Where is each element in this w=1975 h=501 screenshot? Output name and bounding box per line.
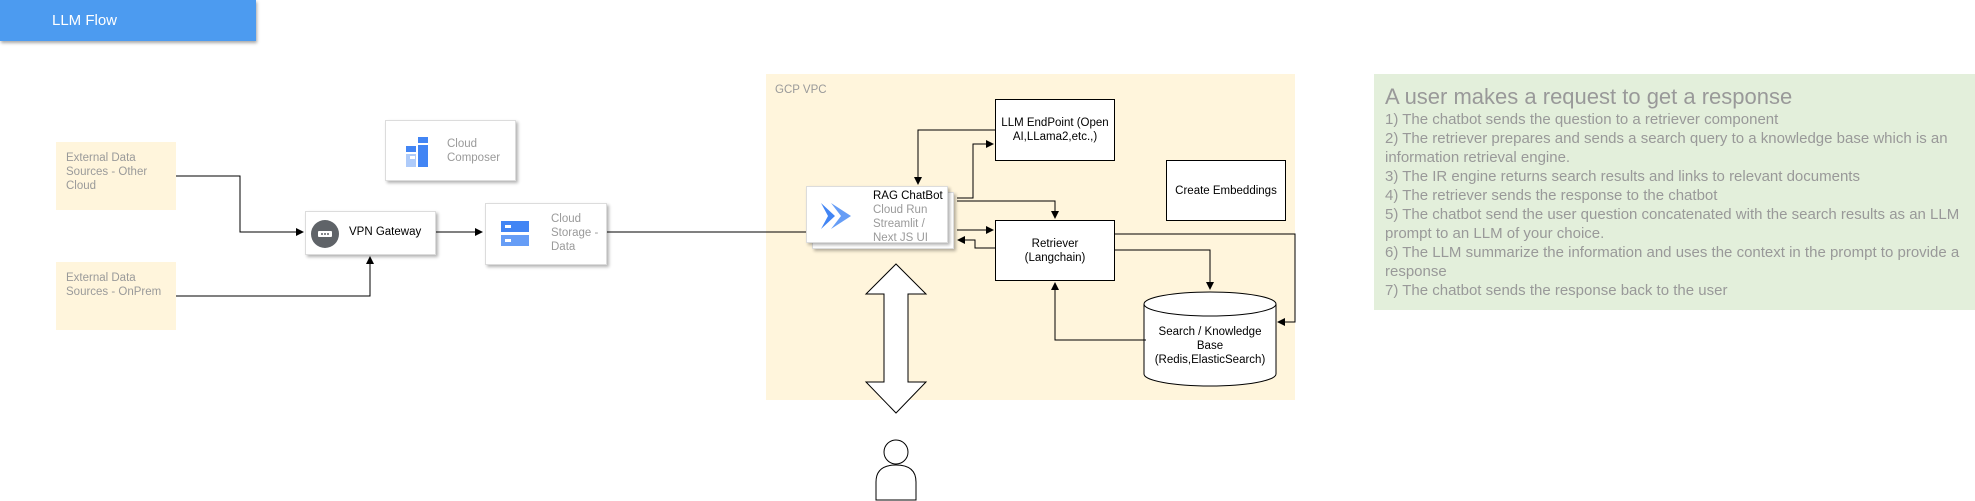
create-embeddings-label: Create Embeddings bbox=[1175, 184, 1277, 197]
knowledge-base-label: Search / Knowledge Base (Redis,ElasticSe… bbox=[1154, 326, 1266, 366]
llm-endpoint-label: LLM EndPoint (Open AI,LLama2,etc.,) bbox=[1001, 117, 1109, 143]
edge-othercloud-to-vpn bbox=[176, 175, 304, 236]
llm-endpoint-node[interactable]: LLM EndPoint (Open AI,LLama2,etc.,) bbox=[995, 99, 1115, 161]
user-actor-icon bbox=[875, 439, 917, 501]
edge-llm-to-chatbot bbox=[914, 129, 995, 185]
edge-retriever-to-kb-side bbox=[1115, 233, 1296, 326]
description-heading: A user makes a request to get a response bbox=[1385, 84, 1793, 109]
description-step: 3) The IR engine returns search results … bbox=[1385, 168, 1860, 185]
edge-retriever-to-kb bbox=[1115, 249, 1214, 290]
external-source-onprem[interactable]: External Data Sources - OnPrem bbox=[56, 262, 176, 330]
cloud-storage-icon bbox=[501, 221, 529, 246]
external-source-other-cloud[interactable]: External Data Sources - Other Cloud bbox=[56, 142, 176, 210]
description-step: 1) The chatbot sends the question to a r… bbox=[1385, 111, 1779, 128]
description-step: 2) The retriever prepares and sends a se… bbox=[1385, 130, 1948, 166]
cloud-storage-label: Cloud Storage - Data bbox=[551, 213, 599, 253]
edge-chatbot-to-retriever bbox=[957, 200, 1059, 219]
edge-retriever-to-chatbot bbox=[957, 236, 995, 249]
description-step: 4) The retriever sends the response to t… bbox=[1385, 187, 1718, 204]
gcp-vpc-label: GCP VPC bbox=[775, 84, 827, 96]
vpn-gateway-label: VPN Gateway bbox=[349, 226, 422, 238]
rag-chatbot-node[interactable]: RAG ChatBot Cloud Run Streamlit / Next J… bbox=[806, 186, 948, 244]
cloud-composer-node[interactable]: Cloud Composer bbox=[385, 120, 516, 181]
chatbot-subtitle: Cloud Run Streamlit / Next JS UI bbox=[873, 204, 928, 244]
diagram-title: LLM Flow bbox=[0, 0, 256, 41]
external-source-other-cloud-label: External Data Sources - Other Cloud bbox=[66, 152, 148, 192]
edge-kb-to-retriever bbox=[1051, 282, 1146, 341]
vpn-gateway-node[interactable]: VPN Gateway bbox=[305, 211, 436, 255]
retriever-label: Retriever (Langchain) bbox=[1024, 237, 1086, 264]
vpn-gateway-icon bbox=[311, 220, 339, 248]
description-step: 6) The LLM summarize the information and… bbox=[1385, 244, 1960, 280]
knowledge-base-cylinder[interactable] bbox=[1142, 290, 1278, 388]
cloud-composer-icon bbox=[406, 137, 428, 167]
user-interaction-arrow bbox=[864, 263, 928, 414]
external-source-onprem-label: External Data Sources - OnPrem bbox=[66, 272, 162, 298]
description-step: 5) The chatbot send the user question co… bbox=[1385, 206, 1960, 242]
retriever-node[interactable]: Retriever (Langchain) bbox=[995, 220, 1115, 281]
cloud-run-icon bbox=[821, 203, 851, 229]
create-embeddings-node[interactable]: Create Embeddings bbox=[1166, 160, 1286, 221]
description-panel: A user makes a request to get a response… bbox=[1374, 74, 1975, 310]
cloud-composer-label: Cloud Composer bbox=[447, 138, 501, 164]
chatbot-title: RAG ChatBot bbox=[873, 190, 943, 202]
description-step: 7) The chatbot sends the response back t… bbox=[1385, 282, 1728, 299]
edge-onprem-to-vpn bbox=[176, 256, 374, 297]
edge-chatbot-to-llm bbox=[957, 140, 994, 199]
cloud-storage-node[interactable]: Cloud Storage - Data bbox=[485, 203, 607, 265]
